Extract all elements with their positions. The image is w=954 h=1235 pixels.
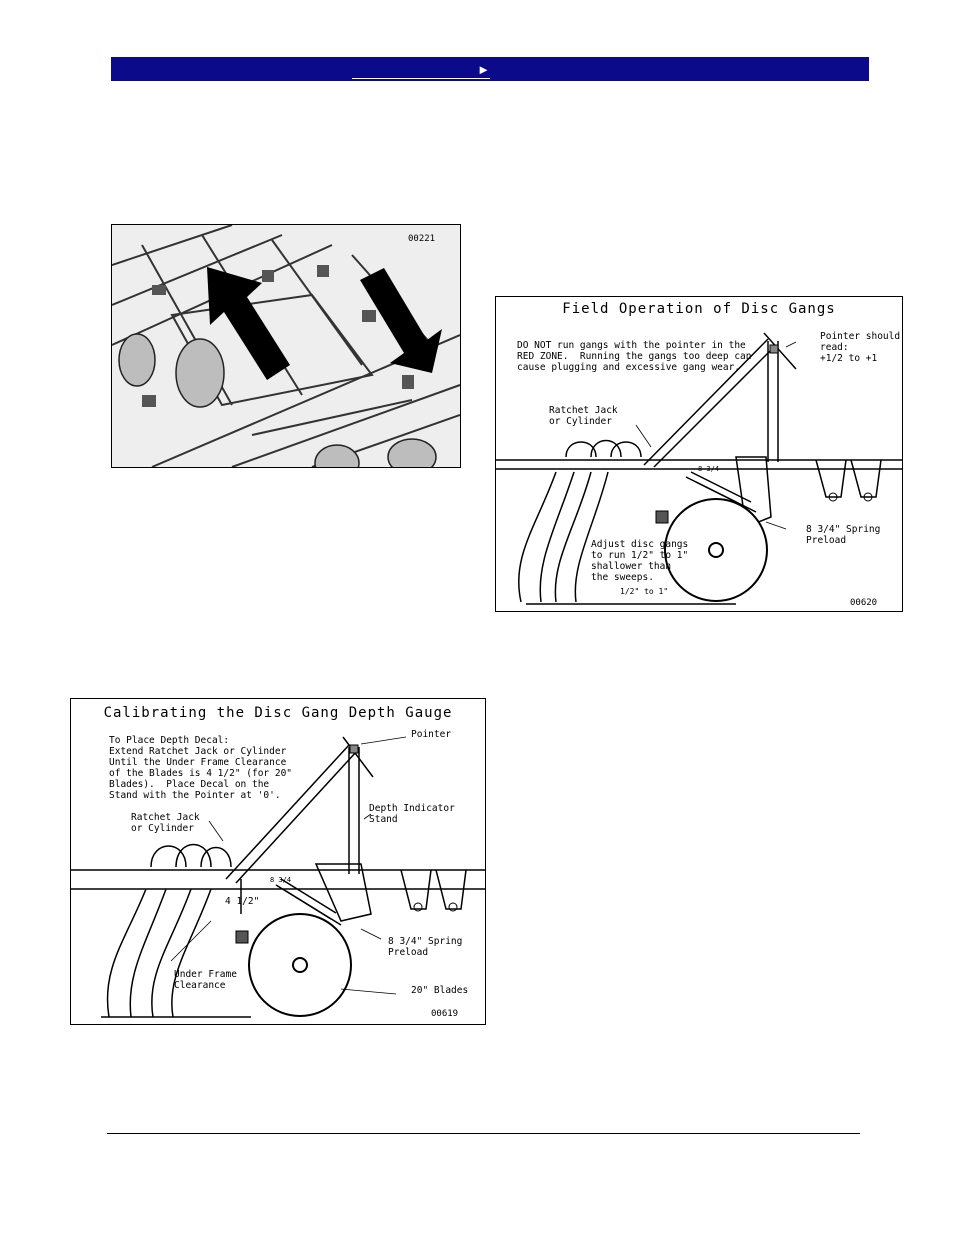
up-arrow-icon [207, 267, 290, 380]
under-frame-clearance-label: Under Frame Clearance [174, 969, 237, 991]
play-arrow-icon: ► [477, 62, 490, 77]
figure-number: 00620 [850, 598, 878, 608]
gauge-mark: 8 3/4 [698, 465, 720, 473]
header-bar [111, 57, 869, 81]
spring-preload-label: 8 3/4" Spring Preload [806, 524, 881, 546]
frame-photo [112, 225, 460, 467]
figure-number: 00619 [431, 1009, 459, 1019]
next-page-link[interactable]: ► [352, 62, 490, 79]
spring-preload-label: 8 3/4" Spring Preload [388, 936, 463, 958]
blades-label: 20" Blades [411, 985, 469, 996]
footer-divider [107, 1133, 860, 1134]
pointer-note: Pointer should read: +1/2 to +1 [820, 331, 901, 364]
disc-gang-drawing [496, 332, 902, 605]
adjust-note: Adjust disc gangs to run 1/2" to 1" shal… [591, 539, 689, 583]
depth-indicator-stand-label: Depth Indicator Stand [369, 803, 455, 825]
depth-label: 1/2" to 1" [620, 587, 669, 596]
figure-title: Field Operation of Disc Gangs [562, 301, 836, 317]
ratchet-jack-label: Ratchet Jack or Cylinder [549, 405, 618, 427]
figure-title: Calibrating the Disc Gang Depth Gauge [103, 705, 453, 721]
figure-number: 00221 [408, 234, 436, 244]
field-operation-figure: Field Operation of Disc Gangs [495, 296, 903, 612]
frame-photo-figure: 00221 [111, 224, 461, 468]
clearance-value: 4 1/2" [225, 896, 260, 907]
ratchet-jack-label: Ratchet Jack or Cylinder [131, 812, 200, 834]
down-arrow-icon [360, 268, 442, 373]
pointer-label: Pointer [411, 729, 452, 740]
calibrating-figure: Calibrating the Disc Gang Depth Gauge To… [70, 698, 486, 1025]
calibration-instructions: To Place Depth Decal: Extend Ratchet Jac… [109, 735, 293, 801]
warning-note: DO NOT run gangs with the pointer in the… [517, 340, 752, 373]
depth-gauge-drawing [71, 736, 485, 1018]
gauge-mark: 8 3/4 [270, 876, 292, 884]
